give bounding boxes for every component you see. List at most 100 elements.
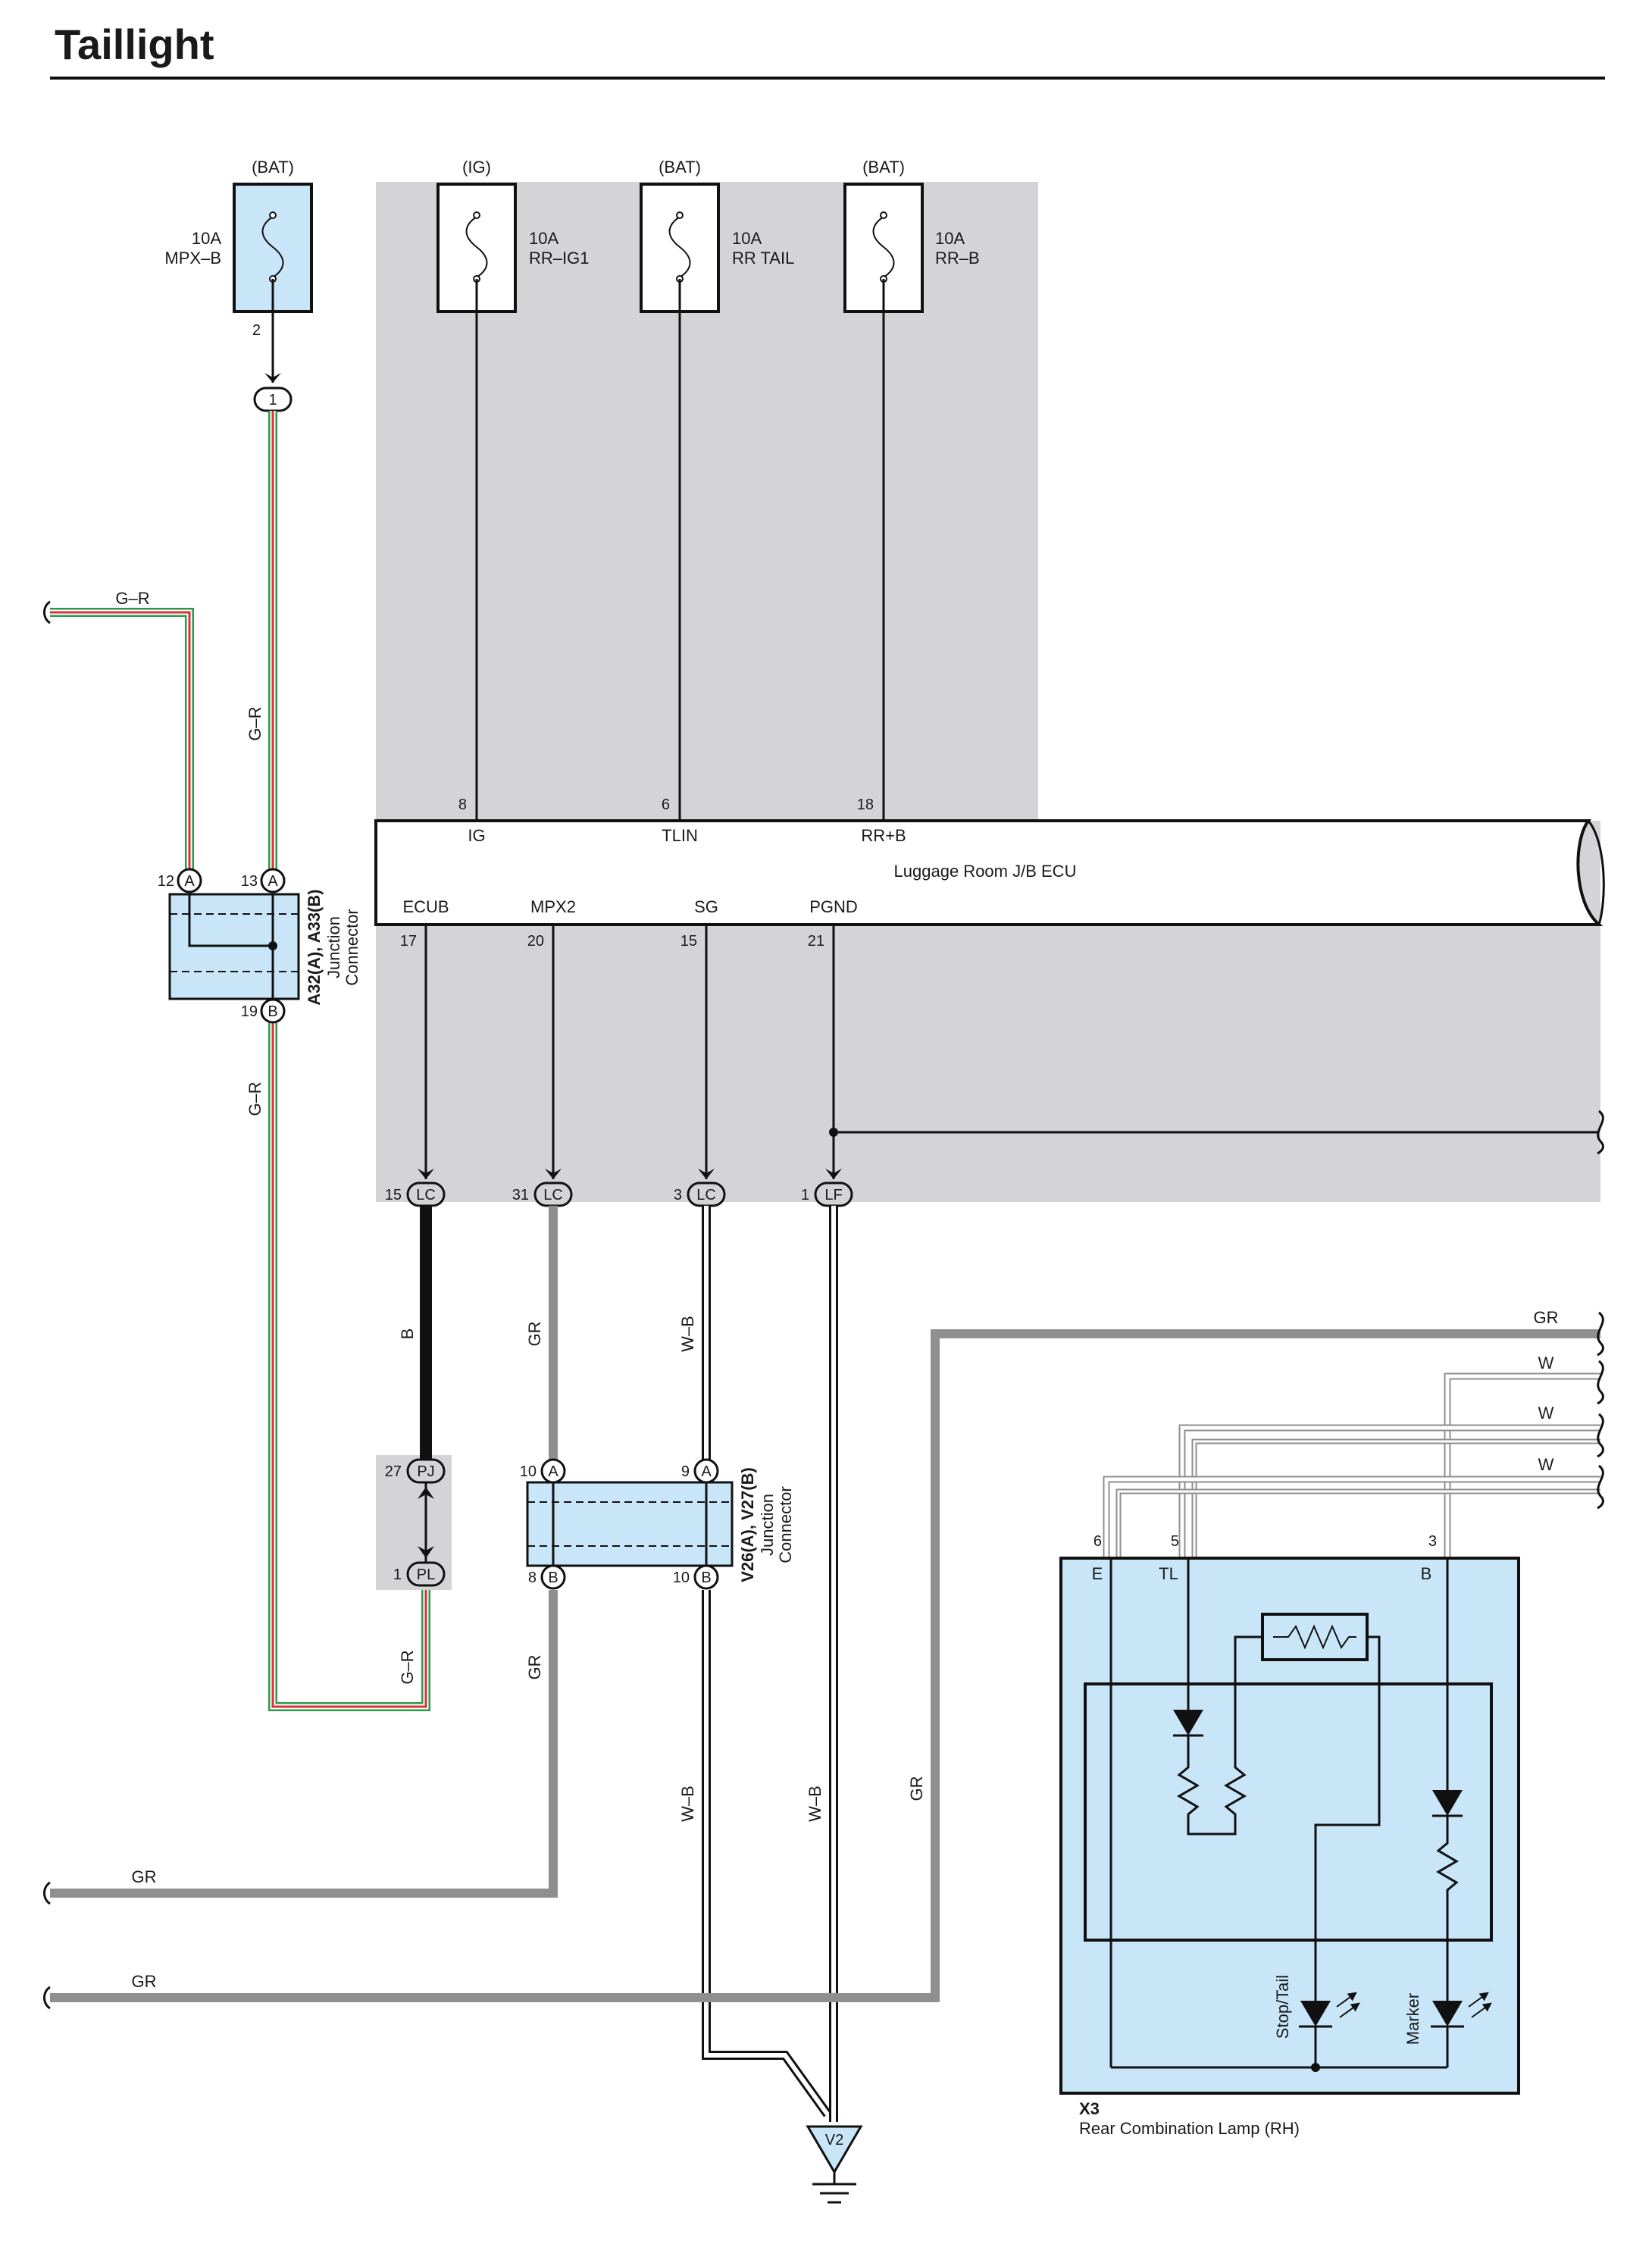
svg-text:27: 27 [385,1463,402,1480]
svg-text:8: 8 [528,1570,537,1586]
svg-text:(IG): (IG) [462,158,491,177]
svg-text:B: B [548,1570,558,1586]
svg-text:MPX–B: MPX–B [164,249,221,268]
w-wires-lamp: W W W [1103,1354,1604,1558]
page-title: Taillight [55,20,214,68]
svg-text:31: 31 [512,1187,529,1203]
gr-wire-right: GR GR GR [43,1308,1604,2010]
wire-label-g-r-top: G–R [246,706,264,740]
luggage-room-jb-ecu: Luggage Room J/B ECU 8 IG 6 TLIN 18 RR+B… [374,797,1605,950]
svg-text:LC: LC [696,1187,716,1203]
svg-text:1: 1 [801,1187,809,1203]
w-b-wires: W–B W–B W–B [678,1206,838,2122]
svg-text:6: 6 [1094,1533,1102,1550]
svg-text:E: E [1092,1564,1103,1583]
svg-text:GR: GR [525,1655,544,1680]
svg-text:SG: SG [694,897,718,916]
wire-label-g-r-left: G–R [115,589,149,608]
svg-text:TL: TL [1159,1564,1178,1583]
svg-text:10A: 10A [529,229,558,248]
svg-text:12: 12 [158,873,174,890]
junction-connector-a32-a33: A 12 A 13 B 19 A32(A), A33(B) Junction C… [158,868,361,1024]
svg-text:Stop/Tail: Stop/Tail [1273,1975,1292,2039]
rear-combination-lamp-rh: 6 E 5 TL 3 B Stop/Tail Mar [1059,1533,1520,2138]
svg-text:1: 1 [393,1566,402,1583]
svg-text:A: A [268,873,278,890]
svg-text:2: 2 [252,322,261,339]
svg-text:LC: LC [416,1187,436,1203]
svg-text:TLIN: TLIN [662,826,698,845]
svg-text:10A: 10A [935,229,965,248]
svg-text:17: 17 [400,933,417,950]
ecu-output-wires [418,925,1604,1179]
svg-text:1: 1 [268,392,277,408]
svg-text:RR+B: RR+B [861,826,906,845]
svg-text:B: B [268,1003,277,1020]
svg-text:A: A [184,873,195,890]
svg-text:21: 21 [808,933,824,950]
svg-text:3: 3 [674,1187,682,1203]
wire-break-left [43,600,51,624]
svg-text:W–B: W–B [678,1316,697,1352]
svg-text:Junction: Junction [758,1494,777,1556]
fuse-mpx-b: (BAT) 10A MPX–B 2 [164,158,313,339]
svg-text:5: 5 [1171,1533,1179,1550]
svg-text:B: B [1421,1564,1432,1583]
svg-text:W–B: W–B [806,1785,824,1822]
svg-text:Rear Combination Lamp (RH): Rear Combination Lamp (RH) [1079,2119,1300,2138]
svg-text:Marker: Marker [1403,1993,1422,2045]
svg-text:RR–IG1: RR–IG1 [529,249,589,268]
svg-text:GR: GR [132,1867,157,1886]
svg-text:X3: X3 [1079,2099,1100,2118]
svg-text:IG: IG [468,826,485,845]
svg-text:RR–B: RR–B [935,249,980,268]
svg-text:19: 19 [241,1003,258,1020]
junction-connector-v26-v27: A 10 A 9 B 8 B 10 V26(A), V27(B) Junctio… [520,1458,795,1590]
svg-text:MPX2: MPX2 [530,897,576,916]
svg-text:18: 18 [857,797,874,813]
svg-text:Connector: Connector [776,1486,795,1563]
gr-wire-mpx2: GR GR GR [43,1206,558,1905]
ground-v2: V2 [806,2125,863,2204]
svg-text:W: W [1538,1404,1554,1422]
svg-text:GR: GR [525,1322,544,1347]
wire-label-g-r-mid: G–R [246,1081,264,1116]
svg-text:W–B: W–B [678,1785,697,1822]
svg-text:(BAT): (BAT) [659,158,701,177]
ecu-feed-wires [475,279,885,821]
svg-text:Luggage Room J/B ECU: Luggage Room J/B ECU [894,862,1077,881]
svg-text:20: 20 [527,933,544,950]
svg-text:6: 6 [662,797,670,813]
svg-text:W: W [1538,1354,1554,1372]
svg-text:10A: 10A [732,229,762,248]
svg-text:(BAT): (BAT) [862,158,905,177]
svg-text:W: W [1538,1455,1554,1474]
svg-text:B: B [701,1570,711,1586]
svg-text:9: 9 [681,1463,690,1480]
svg-text:B: B [398,1329,417,1340]
svg-text:LC: LC [543,1187,563,1203]
fuse-rr-ig1: (IG) 10A RR–IG1 [436,158,589,313]
svg-text:10A: 10A [192,229,221,248]
svg-text:10: 10 [520,1463,537,1480]
svg-text:PGND: PGND [809,897,858,916]
svg-text:ECUB: ECUB [402,897,449,916]
svg-text:Connector: Connector [343,909,361,986]
svg-text:PJ: PJ [417,1463,434,1480]
b-wire: B PJ 27 PL 1 [376,1206,452,1590]
svg-text:Junction: Junction [324,916,343,978]
svg-text:LF: LF [824,1187,842,1203]
svg-text:GR: GR [907,1776,926,1801]
svg-text:RR TAIL: RR TAIL [732,249,794,268]
svg-text:13: 13 [241,873,258,890]
svg-text:3: 3 [1428,1533,1437,1550]
svg-text:(BAT): (BAT) [252,158,294,177]
ecu-shade [376,182,1600,1202]
svg-text:PL: PL [417,1566,435,1583]
svg-text:15: 15 [385,1187,402,1203]
svg-text:A: A [701,1463,712,1480]
svg-text:GR: GR [1534,1308,1559,1327]
svg-text:10: 10 [673,1570,690,1586]
svg-text:V26(A), V27(B): V26(A), V27(B) [738,1467,757,1582]
